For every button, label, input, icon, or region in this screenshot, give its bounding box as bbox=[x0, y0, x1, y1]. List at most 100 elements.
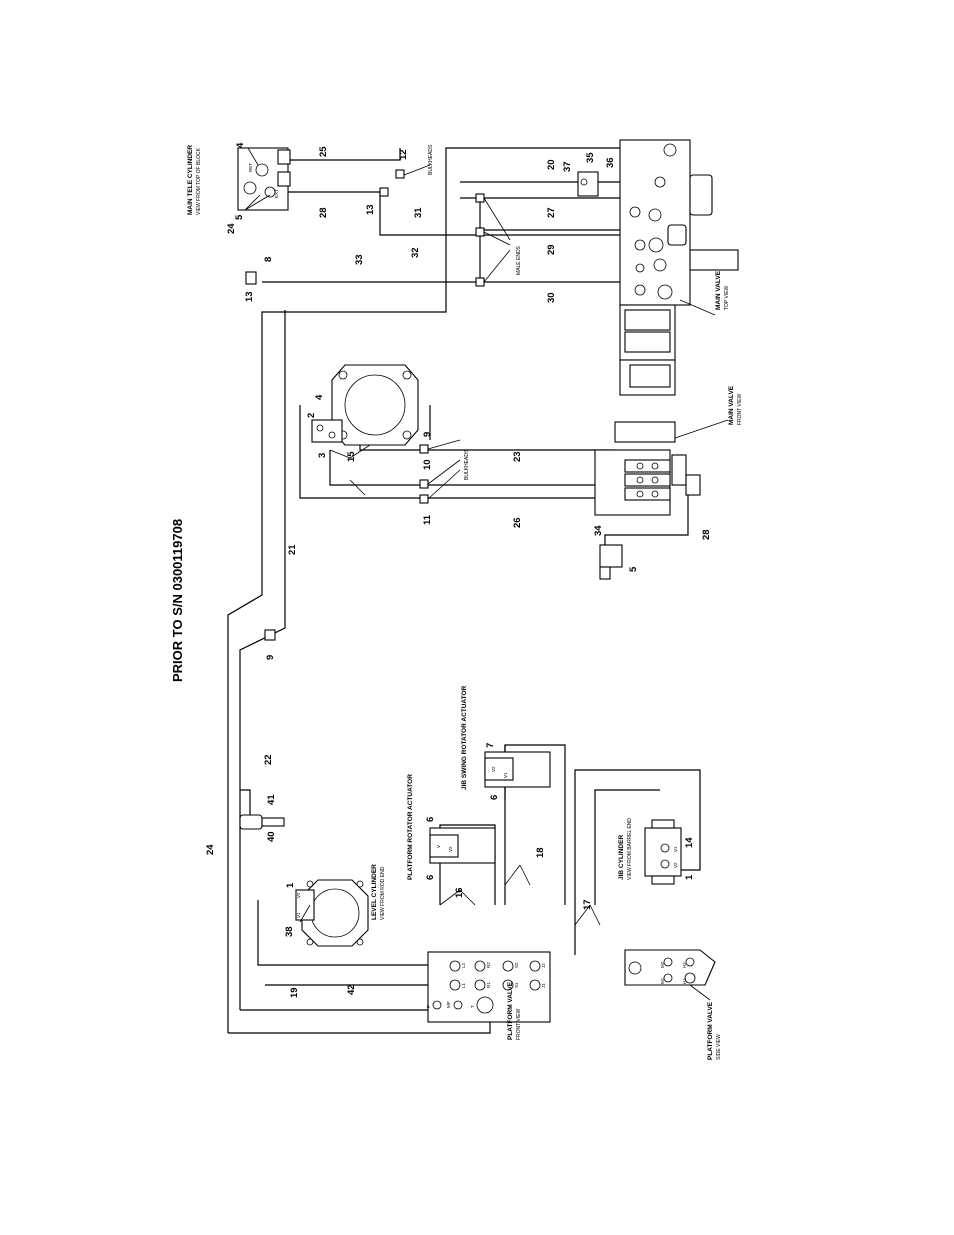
main-valve-top-view-label: TOP VIEW bbox=[724, 285, 730, 310]
main-valve-front-label: MAIN VALVE bbox=[728, 385, 735, 425]
pv-r1-label: R1 bbox=[486, 982, 491, 988]
jib-rotator-v2-label: V2 bbox=[491, 766, 496, 772]
pv-s1-label: S1 bbox=[514, 982, 519, 988]
callout-12: 12 bbox=[398, 149, 409, 160]
ext-port-label: EXT bbox=[274, 189, 279, 198]
valve-block-35 bbox=[577, 171, 599, 197]
platform-valve-side-view: SIDE VIEW bbox=[716, 1034, 722, 1060]
callout-10: 10 bbox=[422, 459, 433, 470]
callout-29: 29 bbox=[546, 244, 557, 255]
page-title: PRIOR TO S/N 0300119708 bbox=[170, 519, 185, 682]
tele-cylinder-label: MAIN TELE CYLINDER bbox=[187, 145, 194, 215]
callout-28b: 28 bbox=[701, 529, 712, 540]
check-valve-34 bbox=[599, 544, 623, 580]
callout-3: 3 bbox=[317, 453, 328, 458]
callout-20: 20 bbox=[546, 159, 557, 170]
fitting-40-41 bbox=[239, 814, 285, 830]
leader-lines bbox=[244, 147, 601, 926]
platform-valve-front-view: L2 L1 R2 R1 S2 S1 J2 J1 MP P T PLATFORM … bbox=[426, 951, 551, 1040]
swing-motor bbox=[311, 364, 419, 446]
pv-l2-label: L2 bbox=[461, 962, 466, 968]
main-valve-top-label: MAIN VALVE bbox=[715, 270, 722, 310]
pvs-m1-label: M1 bbox=[660, 977, 665, 984]
callout-23: 23 bbox=[512, 451, 523, 462]
tele-cylinder-view: VIEW FROM TOP OF BLOCK bbox=[196, 147, 202, 215]
callout-22: 22 bbox=[263, 754, 274, 765]
level-cylinder-label: LEVEL CYLINDER bbox=[371, 864, 378, 920]
callout-42: 42 bbox=[346, 984, 357, 995]
callout-5b: 5 bbox=[628, 566, 639, 572]
callout-24b: 24 bbox=[205, 844, 216, 855]
callout-40: 40 bbox=[266, 831, 277, 842]
callout-16: 16 bbox=[454, 887, 465, 898]
callout-4b: 4 bbox=[314, 394, 325, 400]
callout-8: 8 bbox=[263, 257, 274, 262]
pv-j2-label: J2 bbox=[541, 963, 546, 968]
callout-32: 32 bbox=[410, 247, 421, 258]
pv-p-label: P bbox=[426, 1005, 431, 1008]
callout-33: 33 bbox=[354, 254, 365, 265]
pv-mp-label: MP bbox=[446, 1001, 451, 1008]
main-valve-front-view-label: FRONT VIEW bbox=[737, 393, 743, 425]
level-cylinder-view: VIEW FROM ROD END bbox=[380, 866, 386, 920]
callout-30: 30 bbox=[546, 292, 557, 303]
callout-28a: 28 bbox=[318, 207, 329, 218]
callout-1b: 1 bbox=[684, 874, 695, 880]
callout-13a: 13 bbox=[365, 204, 376, 215]
pv-r2-label: R2 bbox=[486, 962, 491, 968]
callout-6b: 6 bbox=[425, 875, 436, 880]
jib-v2-label: V2 bbox=[673, 862, 678, 868]
callout-21: 21 bbox=[287, 544, 298, 555]
ret-port-label: RET bbox=[248, 163, 253, 172]
callout-36: 36 bbox=[605, 157, 616, 168]
callout-41: 41 bbox=[266, 794, 277, 805]
callout-24a: 24 bbox=[226, 223, 237, 234]
callout-37: 37 bbox=[562, 161, 573, 172]
platform-rotator-actuator: V V2 PLATFORM ROTATOR ACTUATOR bbox=[407, 774, 496, 880]
platform-valve-front-label: PLATFORM VALVE bbox=[507, 981, 514, 1040]
callout-4a: 4 bbox=[235, 142, 246, 148]
callout-5a: 5 bbox=[234, 214, 245, 220]
callout-1a: 1 bbox=[285, 882, 296, 888]
callout-35: 35 bbox=[585, 152, 596, 163]
bulkheads-label-top: BULKHEADS bbox=[428, 144, 434, 175]
callout-6c: 6 bbox=[489, 795, 500, 800]
jib-cylinder-view: VIEW FROM BARREL END bbox=[627, 818, 633, 880]
rotator-v2-label: V2 bbox=[448, 846, 453, 852]
platform-valve-side-label: PLATFORM VALVE bbox=[707, 1001, 714, 1060]
level-v1-label: V1 bbox=[296, 912, 301, 918]
main-valve-front-view: MAIN VALVE FRONT VIEW bbox=[594, 385, 743, 516]
pvs-m2-label: M2 bbox=[660, 961, 665, 968]
callout-14: 14 bbox=[684, 837, 695, 848]
callout-numbers: 4 5 24 25 28 12 13 31 32 8 13 33 20 27 2… bbox=[205, 142, 712, 998]
callout-2: 2 bbox=[306, 413, 317, 418]
bulkheads-label-mid: BULKHEADS bbox=[464, 449, 470, 480]
jib-swing-rotator-label: JIB SWING ROTATOR ACTUATOR bbox=[461, 685, 468, 790]
platform-rotator-label: PLATFORM ROTATOR ACTUATOR bbox=[407, 774, 414, 880]
callout-38: 38 bbox=[284, 926, 295, 937]
callout-31: 31 bbox=[413, 207, 424, 218]
callout-26: 26 bbox=[512, 517, 523, 528]
rotator-v-label: V bbox=[436, 845, 441, 848]
male-ends-label: MALE ENDS bbox=[516, 245, 522, 275]
pv-j1-label: J1 bbox=[541, 983, 546, 988]
jib-cylinder-label: JIB CYLINDER bbox=[618, 835, 625, 880]
jib-rotator-v1-label: V1 bbox=[503, 772, 508, 778]
callout-15: 15 bbox=[346, 451, 357, 462]
callout-34: 34 bbox=[593, 525, 604, 536]
callout-9a: 9 bbox=[422, 432, 433, 437]
pv-l1-label: L1 bbox=[461, 982, 466, 988]
fittings bbox=[245, 164, 511, 641]
jib-swing-rotator-actuator: V2 V1 JIB SWING ROTATOR ACTUATOR bbox=[461, 685, 551, 790]
callout-13b: 13 bbox=[244, 291, 255, 302]
platform-valve-side-view: M2 M1 H2 H1 PLATFORM VALVE SIDE VIEW bbox=[624, 949, 722, 1060]
pv-s2-label: S2 bbox=[514, 962, 519, 968]
callout-11: 11 bbox=[422, 514, 433, 525]
level-v2-label: V2 bbox=[296, 892, 301, 898]
callout-9b: 9 bbox=[265, 655, 276, 660]
callout-27: 27 bbox=[546, 207, 557, 218]
callout-17: 17 bbox=[582, 899, 593, 910]
jib-v1-label: V1 bbox=[673, 846, 678, 852]
platform-valve-front-view: FRONT VIEW bbox=[516, 1008, 522, 1040]
